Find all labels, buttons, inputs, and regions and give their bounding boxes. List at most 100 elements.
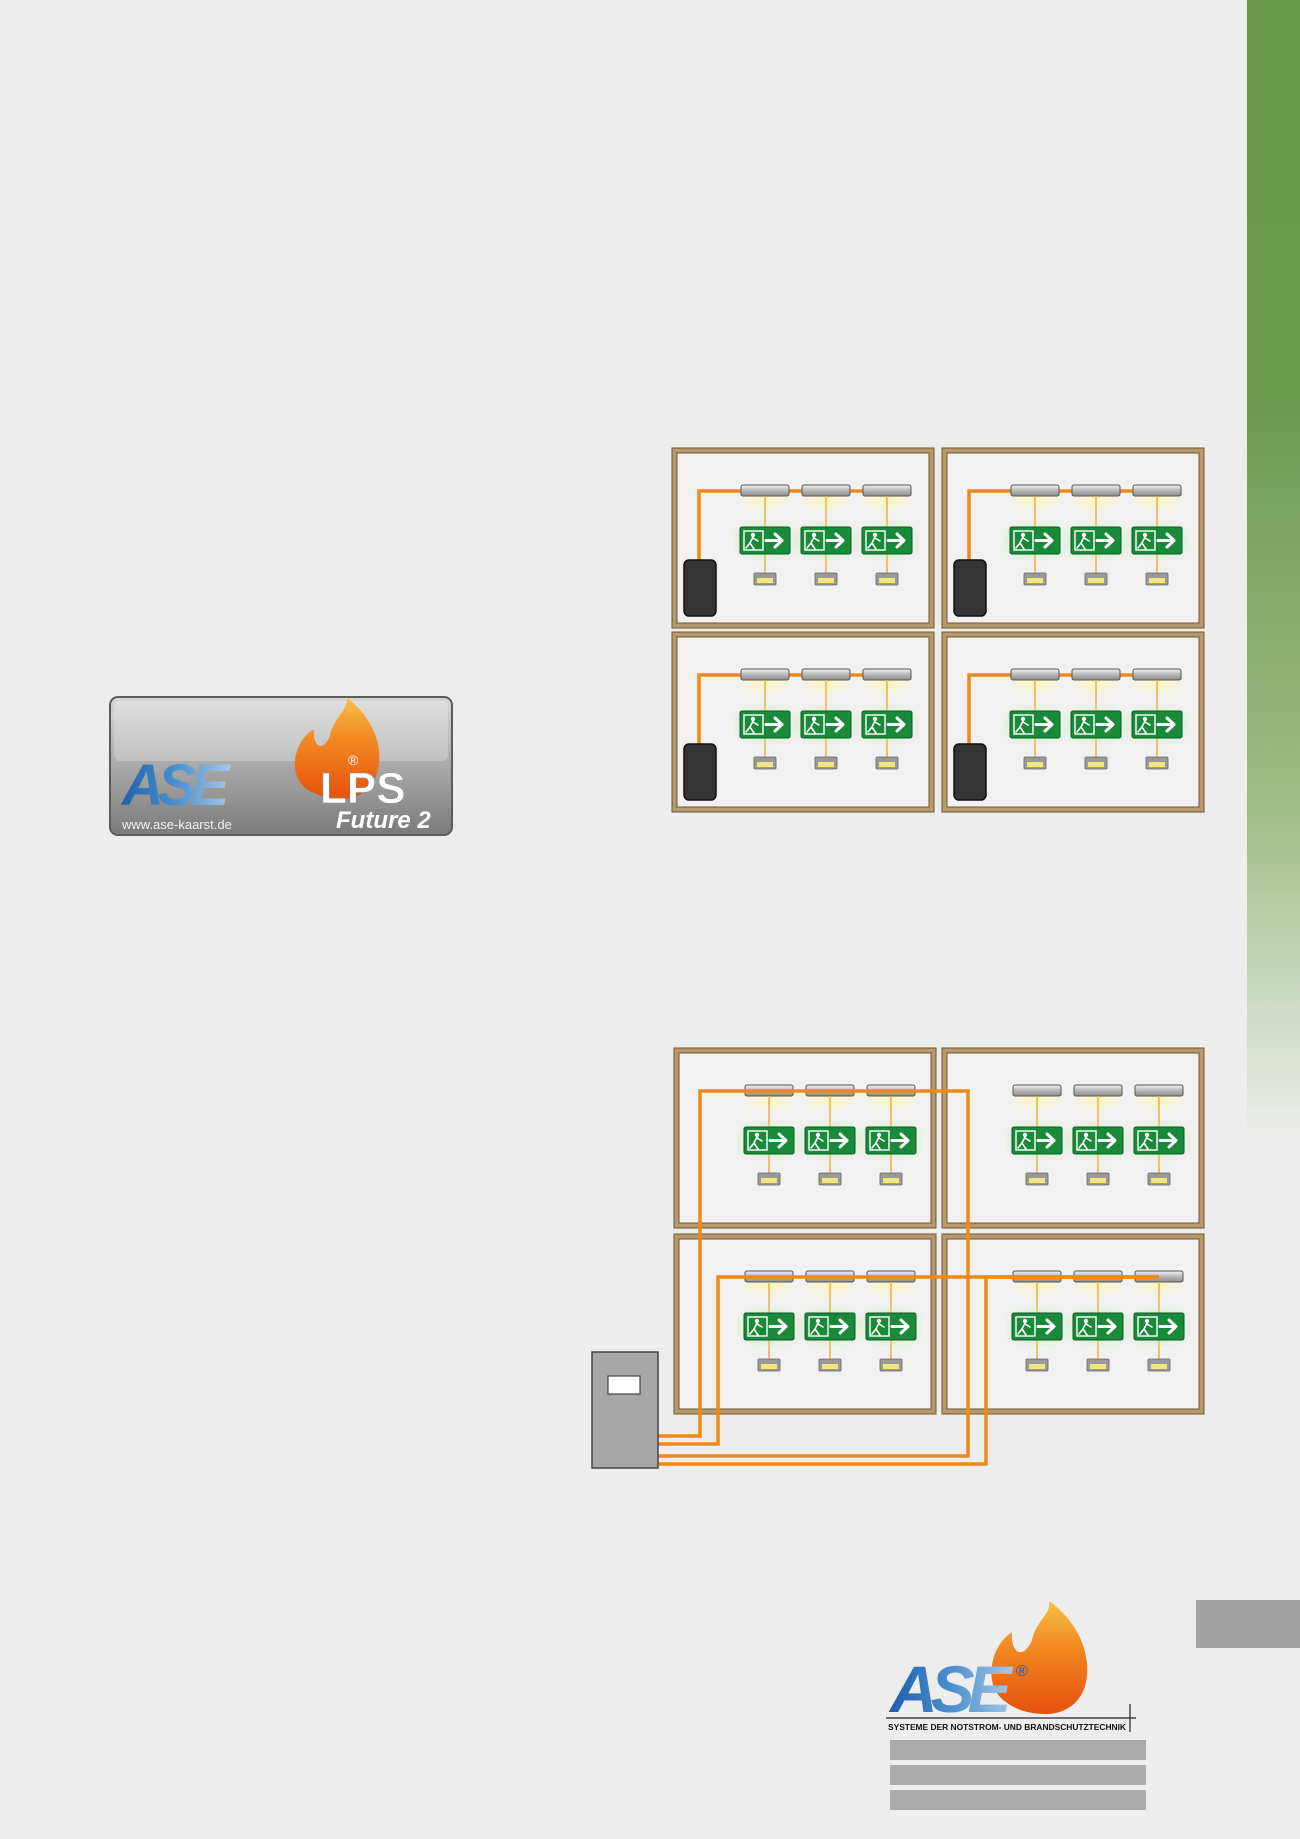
ceiling-light-icon xyxy=(1071,484,1121,497)
exit-door-icon xyxy=(1135,530,1156,551)
arrow-right-icon xyxy=(764,716,784,733)
ase-brand-logo: ASE ® SYSTEME DER NOTSTROM- UND BRANDSCH… xyxy=(886,1600,1140,1736)
battery-unit-icon xyxy=(683,559,717,617)
emergency-light-lamp xyxy=(761,1178,777,1183)
running-man-icon xyxy=(806,536,820,550)
running-man-icon xyxy=(745,720,759,734)
central-supply-cable xyxy=(658,1089,891,1438)
badge-version: Future 2 xyxy=(336,807,431,834)
central-supply-cable xyxy=(658,1275,1159,1446)
running-man-head xyxy=(1081,716,1087,722)
emergency-light-lamp xyxy=(1149,762,1165,767)
emergency-light-lamp xyxy=(1090,1364,1106,1369)
exit-door-icon xyxy=(747,1316,768,1337)
running-man-icon xyxy=(1015,536,1029,550)
exit-door-icon xyxy=(1015,1316,1036,1337)
exit-door-icon xyxy=(1137,1130,1158,1151)
exit-door-icon xyxy=(865,714,886,735)
badge-url: www.ase-kaarst.de xyxy=(121,817,232,832)
arrow-right-icon xyxy=(1158,1318,1178,1335)
emergency-light-lamp xyxy=(757,578,773,583)
running-man-icon xyxy=(749,1322,763,1336)
running-man-icon xyxy=(745,536,759,550)
arrow-right-icon xyxy=(1034,532,1054,549)
arrow-right-icon xyxy=(886,532,906,549)
emergency-light-lamp xyxy=(818,762,834,767)
running-man-icon xyxy=(867,720,881,734)
running-man-head xyxy=(1144,1132,1150,1138)
running-man-icon xyxy=(1078,1136,1092,1150)
running-man-head xyxy=(754,1318,760,1324)
arrow-right-icon xyxy=(768,1318,788,1335)
running-man-icon xyxy=(1076,536,1090,550)
cabinet-display-icon xyxy=(607,1375,641,1395)
ceiling-light-icon xyxy=(1132,484,1182,497)
battery-unit-icon xyxy=(683,743,717,801)
logo-registered: ® xyxy=(1016,1663,1028,1680)
running-man-icon xyxy=(1017,1322,1031,1336)
running-man-head xyxy=(750,532,756,538)
running-man-icon xyxy=(810,1322,824,1336)
exit-door-icon xyxy=(1074,530,1095,551)
arrow-right-icon xyxy=(764,532,784,549)
emergency-light-lamp xyxy=(879,578,895,583)
contact-line-placeholder xyxy=(890,1740,1146,1760)
ceiling-light-icon xyxy=(740,668,790,681)
running-man-head xyxy=(1083,1132,1089,1138)
running-man-head xyxy=(1020,532,1026,538)
running-man-head xyxy=(1142,532,1148,538)
emergency-light-lamp xyxy=(822,1178,838,1183)
ceiling-light-icon xyxy=(1134,1084,1184,1097)
arrow-right-icon xyxy=(768,1132,788,1149)
running-man-head xyxy=(876,1318,882,1324)
running-man-head xyxy=(1083,1318,1089,1324)
running-man-icon xyxy=(1017,1136,1031,1150)
running-man-head xyxy=(1022,1318,1028,1324)
emergency-light-lamp xyxy=(1029,1178,1045,1183)
emergency-light-lamp xyxy=(761,1364,777,1369)
exit-door-icon xyxy=(1076,1316,1097,1337)
exit-door-icon xyxy=(804,714,825,735)
arrow-right-icon xyxy=(1036,1318,1056,1335)
exit-door-icon xyxy=(747,1130,768,1151)
arrow-right-icon xyxy=(1097,1132,1117,1149)
running-man-icon xyxy=(1076,720,1090,734)
emergency-light-lamp xyxy=(818,578,834,583)
running-man-head xyxy=(1020,716,1026,722)
emergency-light-lamp xyxy=(879,762,895,767)
exit-door-icon xyxy=(743,530,764,551)
logo-tagline: SYSTEME DER NOTSTROM- UND BRANDSCHUTZTEC… xyxy=(888,1722,1127,1732)
running-man-icon xyxy=(871,1136,885,1150)
exit-door-icon xyxy=(869,1316,890,1337)
arrow-right-icon xyxy=(886,716,906,733)
badge-registered: ® xyxy=(348,752,359,768)
arrow-right-icon xyxy=(1097,1318,1117,1335)
exit-door-icon xyxy=(808,1130,829,1151)
exit-door-icon xyxy=(865,530,886,551)
exit-door-icon xyxy=(1137,1316,1158,1337)
arrow-right-icon xyxy=(825,532,845,549)
running-man-head xyxy=(876,1132,882,1138)
exit-door-icon xyxy=(1015,1130,1036,1151)
emergency-light-lamp xyxy=(757,762,773,767)
arrow-right-icon xyxy=(890,1318,910,1335)
contact-line-placeholder xyxy=(890,1765,1146,1785)
running-man-icon xyxy=(871,1322,885,1336)
running-man-icon xyxy=(1137,720,1151,734)
exit-door-icon xyxy=(743,714,764,735)
ceiling-light-icon xyxy=(1071,668,1121,681)
emergency-light-lamp xyxy=(1151,1364,1167,1369)
ceiling-light-icon xyxy=(740,484,790,497)
emergency-light-lamp xyxy=(1027,762,1043,767)
lps-product-badge: ASE ® LPS Future 2 www.ase-kaarst.de xyxy=(108,695,454,839)
running-man-icon xyxy=(1137,536,1151,550)
emergency-light-lamp xyxy=(1088,762,1104,767)
arrow-right-icon xyxy=(1095,532,1115,549)
running-man-icon xyxy=(1139,1136,1153,1150)
running-man-icon xyxy=(867,536,881,550)
exit-door-icon xyxy=(804,530,825,551)
battery-unit-icon xyxy=(953,559,987,617)
arrow-right-icon xyxy=(1156,716,1176,733)
logo-brand-name: ASE xyxy=(888,1652,1014,1726)
exit-door-icon xyxy=(1013,714,1034,735)
